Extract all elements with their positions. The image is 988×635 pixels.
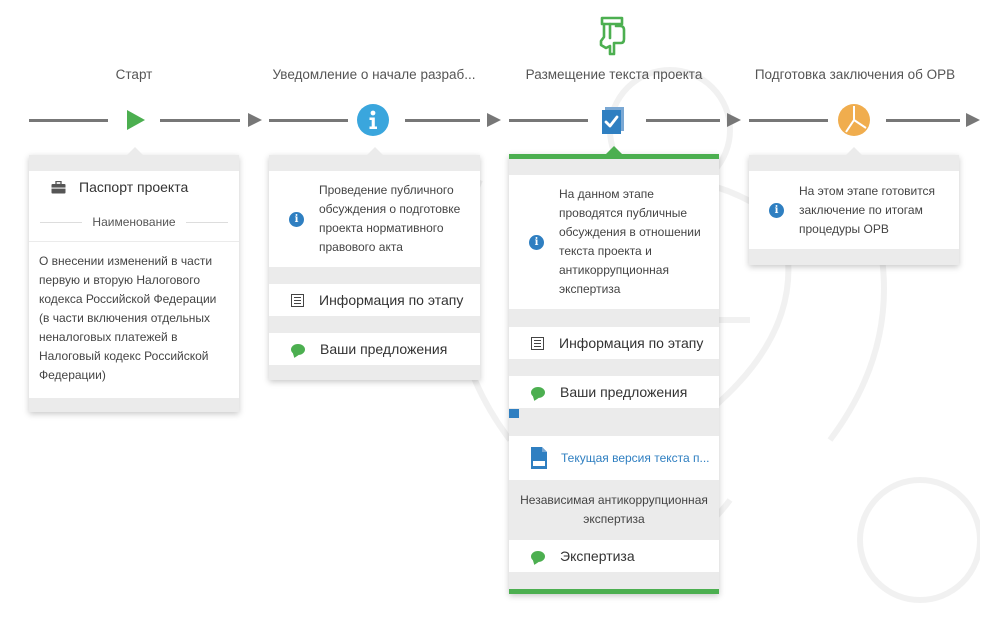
chat-icon [531,386,545,398]
stage-card-text-placement: i На данном этапе проводятся публичные о… [509,146,719,594]
stage-description-text: Проведение публичного обсуждения о подго… [319,183,461,254]
name-heading: Наименование [29,203,239,241]
active-top-bar [509,154,719,159]
info-icon [357,104,389,136]
stage-description-row: i На этом этапе готовится заключение по … [749,171,959,249]
project-name-text: О внесении изменений в части первую и вт… [39,254,217,382]
current-text-version-link[interactable]: Текущая версия текста п... [561,451,710,465]
card-caret [605,146,623,155]
card-caret [126,147,144,156]
card-caret [845,147,863,156]
timeline-arrow [727,113,741,127]
divider [40,221,83,223]
stage-title-notification: Уведомление о начале разраб... [272,67,476,82]
info-icon: i [289,211,304,227]
project-passport-label: Паспорт проекта [79,179,189,195]
list-icon [531,336,544,350]
stage-node-text-placement[interactable] [598,104,630,136]
project-passport-row[interactable]: Паспорт проекта [29,171,239,203]
active-bottom-bar [509,589,719,594]
stage-card-notification: i Проведение публичного обсуждения о под… [269,147,480,380]
proposals-label: Ваши предложения [320,341,448,357]
proposals-row[interactable]: Ваши предложения [269,333,480,365]
stage-description-row: i Проведение публичного обсуждения о под… [269,171,480,267]
timeline-arrow [248,113,262,127]
hand-pointer-icon [599,16,626,56]
stage-node-notification[interactable] [357,104,389,136]
stage-title-start: Старт [115,67,153,82]
stage-description-text: На данном этапе проводятся публичные обс… [559,187,701,296]
progress-marker [509,409,519,418]
list-icon [291,293,304,307]
stage-description-row: i На данном этапе проводятся публичные о… [509,175,719,309]
timeline-line [509,119,588,122]
timeline-arrow [487,113,501,127]
info-icon: i [529,234,544,250]
proposals-row[interactable]: Ваши предложения [509,376,719,408]
stage-info-row[interactable]: Информация по этапу [269,284,480,316]
timeline-line [749,119,828,122]
divider [185,221,228,223]
pie-chart-icon [838,104,870,136]
expertise-row[interactable]: Экспертиза [509,540,719,572]
info-icon: i [769,202,784,218]
stage-card-orv-conclusion: i На этом этапе готовится заключение по … [749,147,959,265]
timeline-line [269,119,348,122]
stage-card-start: Паспорт проекта Наименование О внесении … [29,147,239,412]
timeline-line [646,119,720,122]
timeline-line [886,119,960,122]
stage-node-orv-conclusion[interactable] [838,104,870,136]
briefcase-icon [51,180,66,193]
timeline-arrow [966,113,980,127]
chat-icon [291,343,305,355]
stage-info-label: Информация по этапу [559,335,704,351]
chat-icon [531,550,545,562]
current-text-version-row[interactable]: Текущая версия текста п... [509,436,719,480]
stage-info-label: Информация по этапу [319,292,464,308]
timeline-line [405,119,480,122]
stage-title-text-placement: Размещение текста проекта [525,67,703,82]
document-check-icon [602,107,624,134]
name-heading-label: Наименование [92,215,176,229]
expertise-heading: Независимая антикоррупционная экспертиза [509,484,719,536]
expertise-label: Экспертиза [560,548,635,564]
stage-description-text: На этом этапе готовится заключение по ит… [799,183,936,236]
name-text-row: О внесении изменений в части первую и вт… [29,242,239,398]
stage-info-row[interactable]: Информация по этапу [509,327,719,359]
stage-title-orv-conclusion: Подготовка заключения об ОРВ [754,67,956,82]
card-caret [366,147,384,156]
document-file-icon [531,447,547,469]
timeline-line [29,119,108,122]
timeline-line [160,119,240,122]
expertise-heading-label: Независимая антикоррупционная экспертиза [520,493,708,526]
stage-node-start[interactable] [119,104,151,136]
proposals-label: Ваши предложения [560,384,688,400]
play-icon [127,110,145,130]
